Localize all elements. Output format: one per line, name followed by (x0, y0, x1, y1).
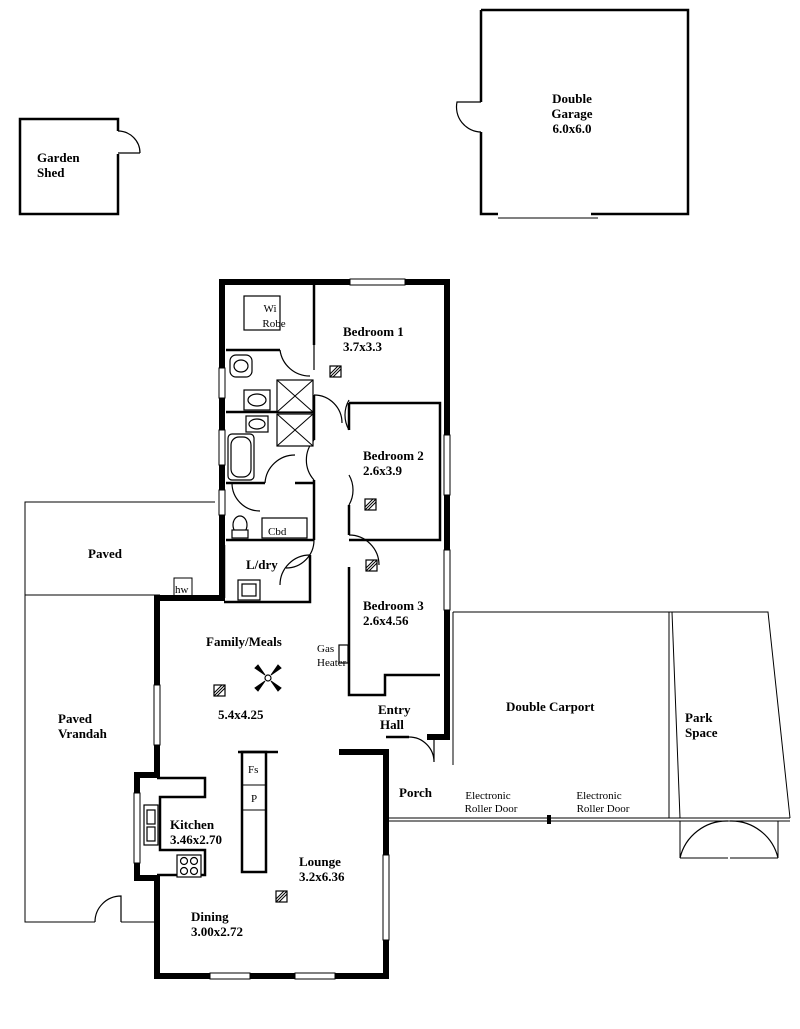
hw-label: hw (175, 584, 189, 596)
fixtures (143, 295, 378, 903)
double-garage (455, 8, 690, 219)
outdoor-paving (24, 501, 791, 923)
pantry-label: P (251, 793, 257, 805)
family-size: 5.4x4.25 (218, 707, 264, 722)
porch-label: Porch (399, 785, 433, 800)
cbd-label: Cbd (268, 526, 287, 538)
paved-label: Paved (88, 546, 123, 561)
garden-shed (18, 117, 141, 216)
fridge-label: Fs (248, 764, 258, 776)
family-label: Family/Meals (206, 634, 282, 649)
carport-label: Double Carport (506, 699, 595, 714)
ceiling-fan-icon (254, 664, 282, 692)
windows (133, 278, 451, 980)
laundry-label: L/dry (246, 557, 278, 572)
